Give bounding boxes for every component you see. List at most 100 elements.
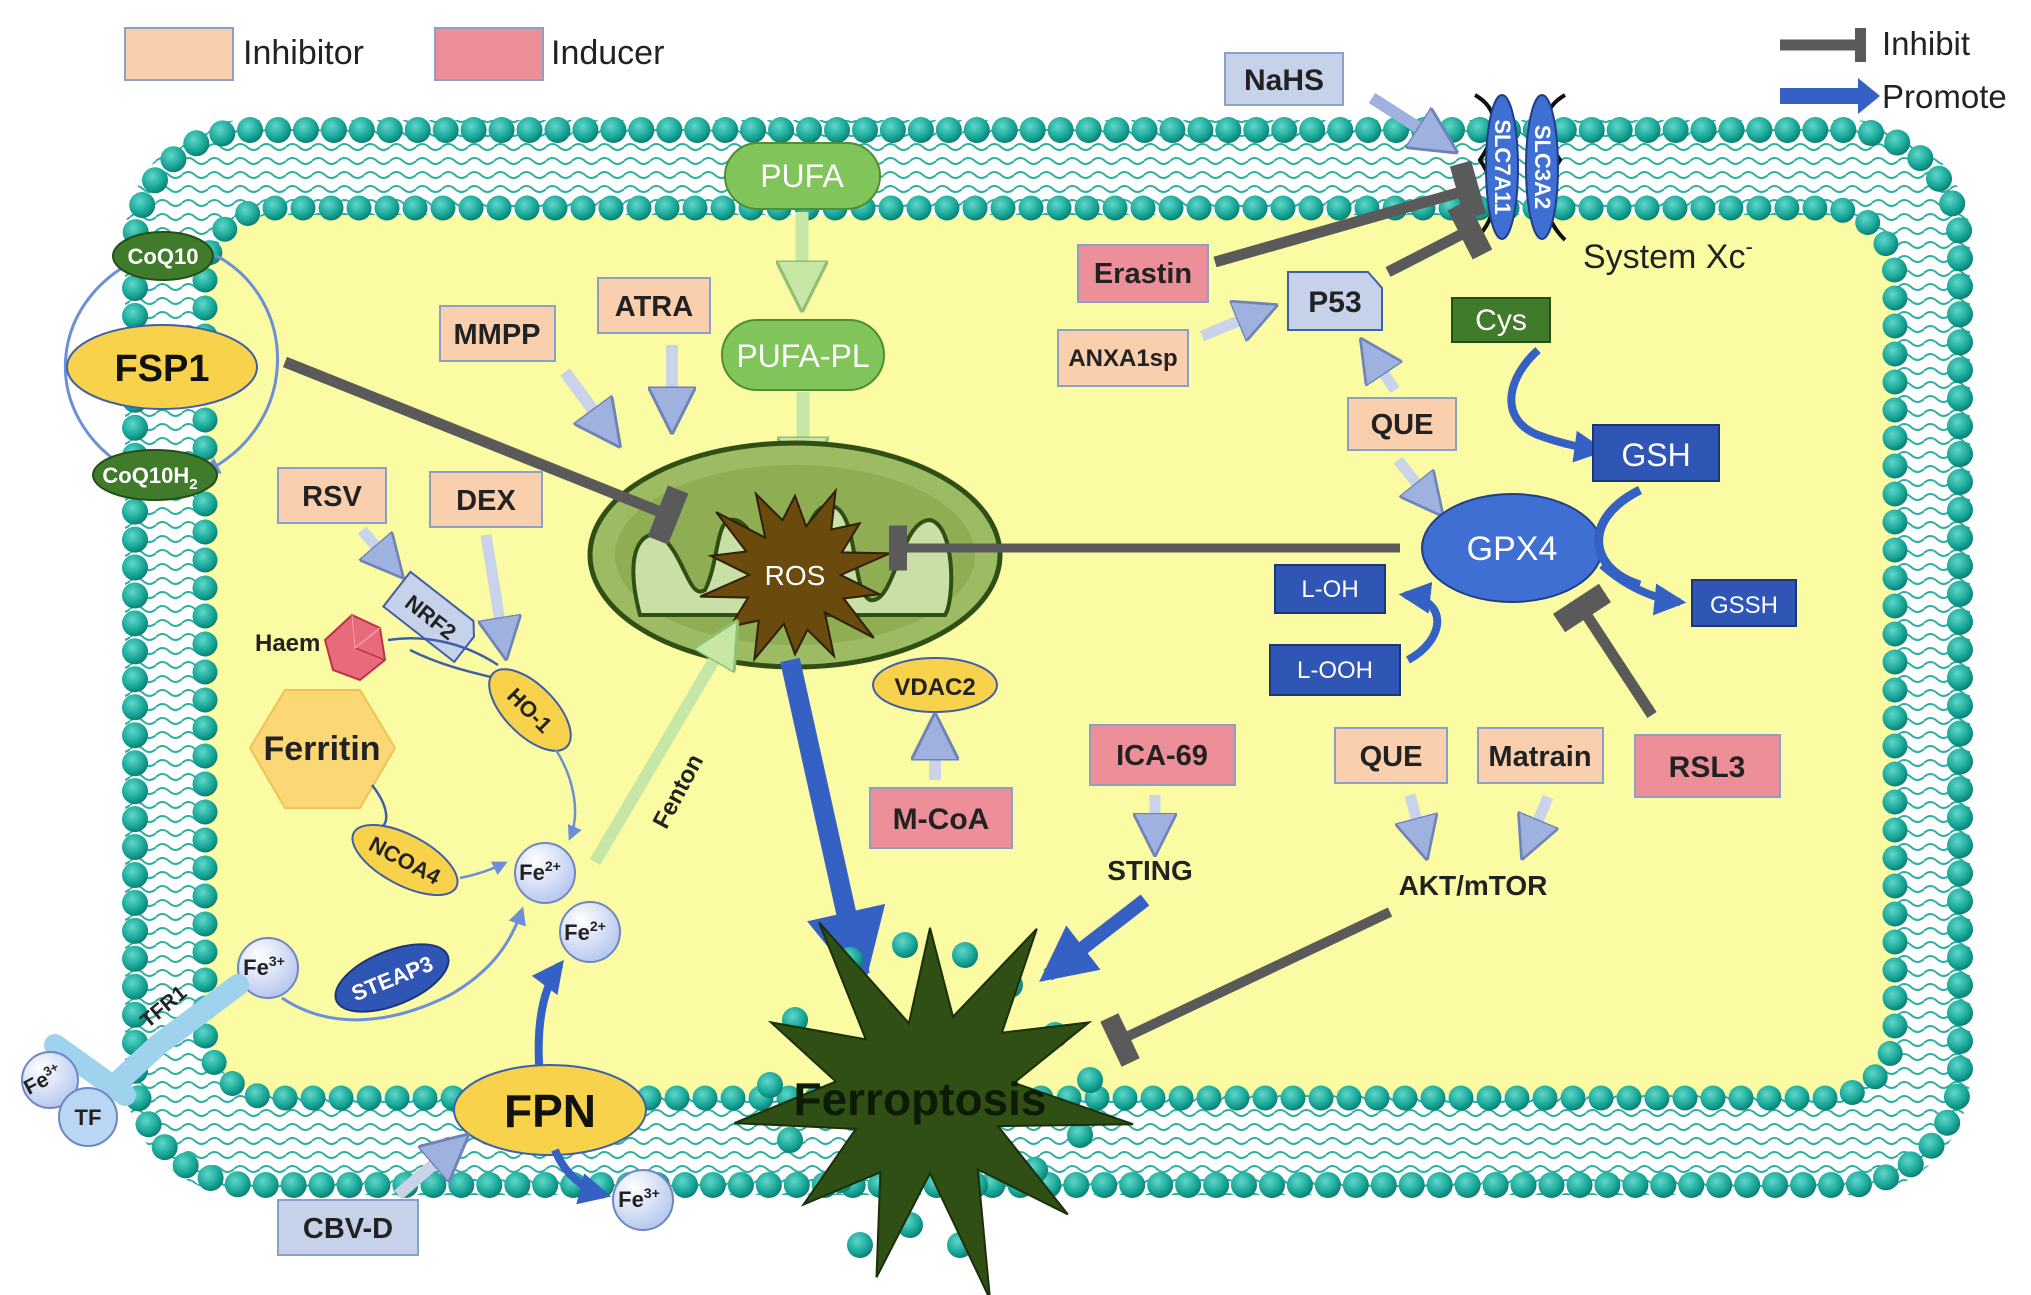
lipid-head [1662,195,1688,221]
lipid-head [1882,425,1908,451]
lipid-head [1482,1172,1509,1198]
lipid-head [320,117,347,143]
lipid-head [1947,496,1973,523]
lipid-head [1243,117,1270,143]
lipid-head [1046,195,1072,221]
lipid-head [1147,1172,1174,1198]
lipid-head [458,195,484,221]
lipid-head [346,195,372,221]
fe3-out-label: Fe3+ [618,1185,660,1212]
inhibit-akt-to-ferroptosis [1100,907,1393,1067]
lipid-head [1877,1040,1903,1066]
lipid-head [934,195,960,221]
lipid-head [1342,1172,1369,1198]
m-coa-box [869,787,1013,849]
arrow-nahs-to-slc7a11 [1368,92,1450,148]
fsp1-cycle [64,246,280,477]
lipid-head [1706,1172,1733,1198]
coq10-node [112,231,214,281]
lipid-head [280,1172,307,1198]
lipid-head [1947,636,1973,663]
arrow-fpn-to-fe2 [531,959,564,1079]
lipid-head [1466,117,1493,143]
fsp1-node [66,324,258,410]
arrow-que-to-akt [1410,793,1425,852]
lipid-head [682,195,708,221]
lipid-head [1947,1028,1973,1054]
p53-label: P53 [1308,286,1361,319]
cys-label: Cys [1475,304,1527,337]
pufa-node [724,142,881,210]
sting-label: STING [1107,855,1193,886]
lipid-head [1448,1085,1474,1111]
tf-node [58,1087,118,1147]
lipid-head [1947,524,1973,551]
lipid-head [290,195,316,221]
arrow-matrain-to-akt [1525,794,1548,852]
matrain-box [1477,727,1604,784]
lipid-head [122,694,148,721]
lipid-head [122,917,148,944]
l-ooh-node [1269,644,1401,696]
lipid-head [122,750,148,777]
lipid-head [1855,210,1881,235]
lipid-head [488,117,515,143]
lipid-head [570,195,596,221]
lipid-head [1882,621,1908,647]
ros-burst: ROS [699,487,891,663]
cbv-d-label: CBV-D [303,1213,393,1245]
lipid-head [336,1172,363,1198]
arrow-haem-to-ho1 [387,637,499,667]
lipid-head [1196,1085,1222,1111]
lipid-head [160,146,187,173]
lipid-head [244,1083,270,1109]
lipid-head [1947,1055,1973,1082]
lipid-head [1231,1172,1257,1198]
lipid-head [135,1111,162,1138]
lipid-head [757,1072,783,1098]
lipid-head [1672,1085,1698,1111]
lipid-head [710,195,736,221]
system-xc-label: System Xc- [1583,234,1753,276]
lipid-head [1947,748,1973,775]
lipid-head [720,1085,746,1111]
lipid-head [1634,195,1660,221]
lipid-head [1858,120,1884,146]
arrow-rsv-to-nrf2 [357,526,398,572]
lipid-head [235,201,261,226]
lipid-head [664,1085,690,1111]
arrow-ho1-to-fe2 [554,749,582,841]
lipid-head [1355,117,1382,143]
lipid-head [672,1172,698,1198]
lipid-head [1947,944,1973,971]
fpn-label: FPN [504,1085,596,1137]
lipid-head [348,117,375,143]
lipid-head [1830,117,1857,143]
lipid-head [122,973,148,1000]
l-oh-label: L-OH [1301,576,1358,603]
pufa-pl-node [721,319,885,391]
lipid-head [122,834,148,860]
lipid-head [1067,1122,1093,1148]
lipid-head [1187,117,1214,143]
gpx4-label: GPX4 [1467,530,1558,568]
lipid-head [374,195,400,221]
legend-promote-label: Promote [1882,78,2007,115]
lipid-head [1947,916,1973,943]
lipid-head [656,117,683,143]
lipid-head [364,1172,391,1198]
ferritin-node [248,689,397,809]
lipid-head [300,1085,326,1111]
lipid-head [448,1172,475,1198]
lipid-head [1271,117,1298,143]
lipid-head [1947,552,1973,579]
lipid-head [476,1172,503,1198]
arrow-fenton-to-ros [589,628,733,866]
lipid-head [1774,117,1801,143]
lipid-head [1578,117,1605,143]
arrow-dex-to-ho1 [486,534,505,652]
fe2-superscript: 2+ [545,858,561,874]
lipid-head [1882,509,1908,535]
lipid-head [192,407,218,433]
fe3-inside-label: Fe3+ [243,953,285,980]
